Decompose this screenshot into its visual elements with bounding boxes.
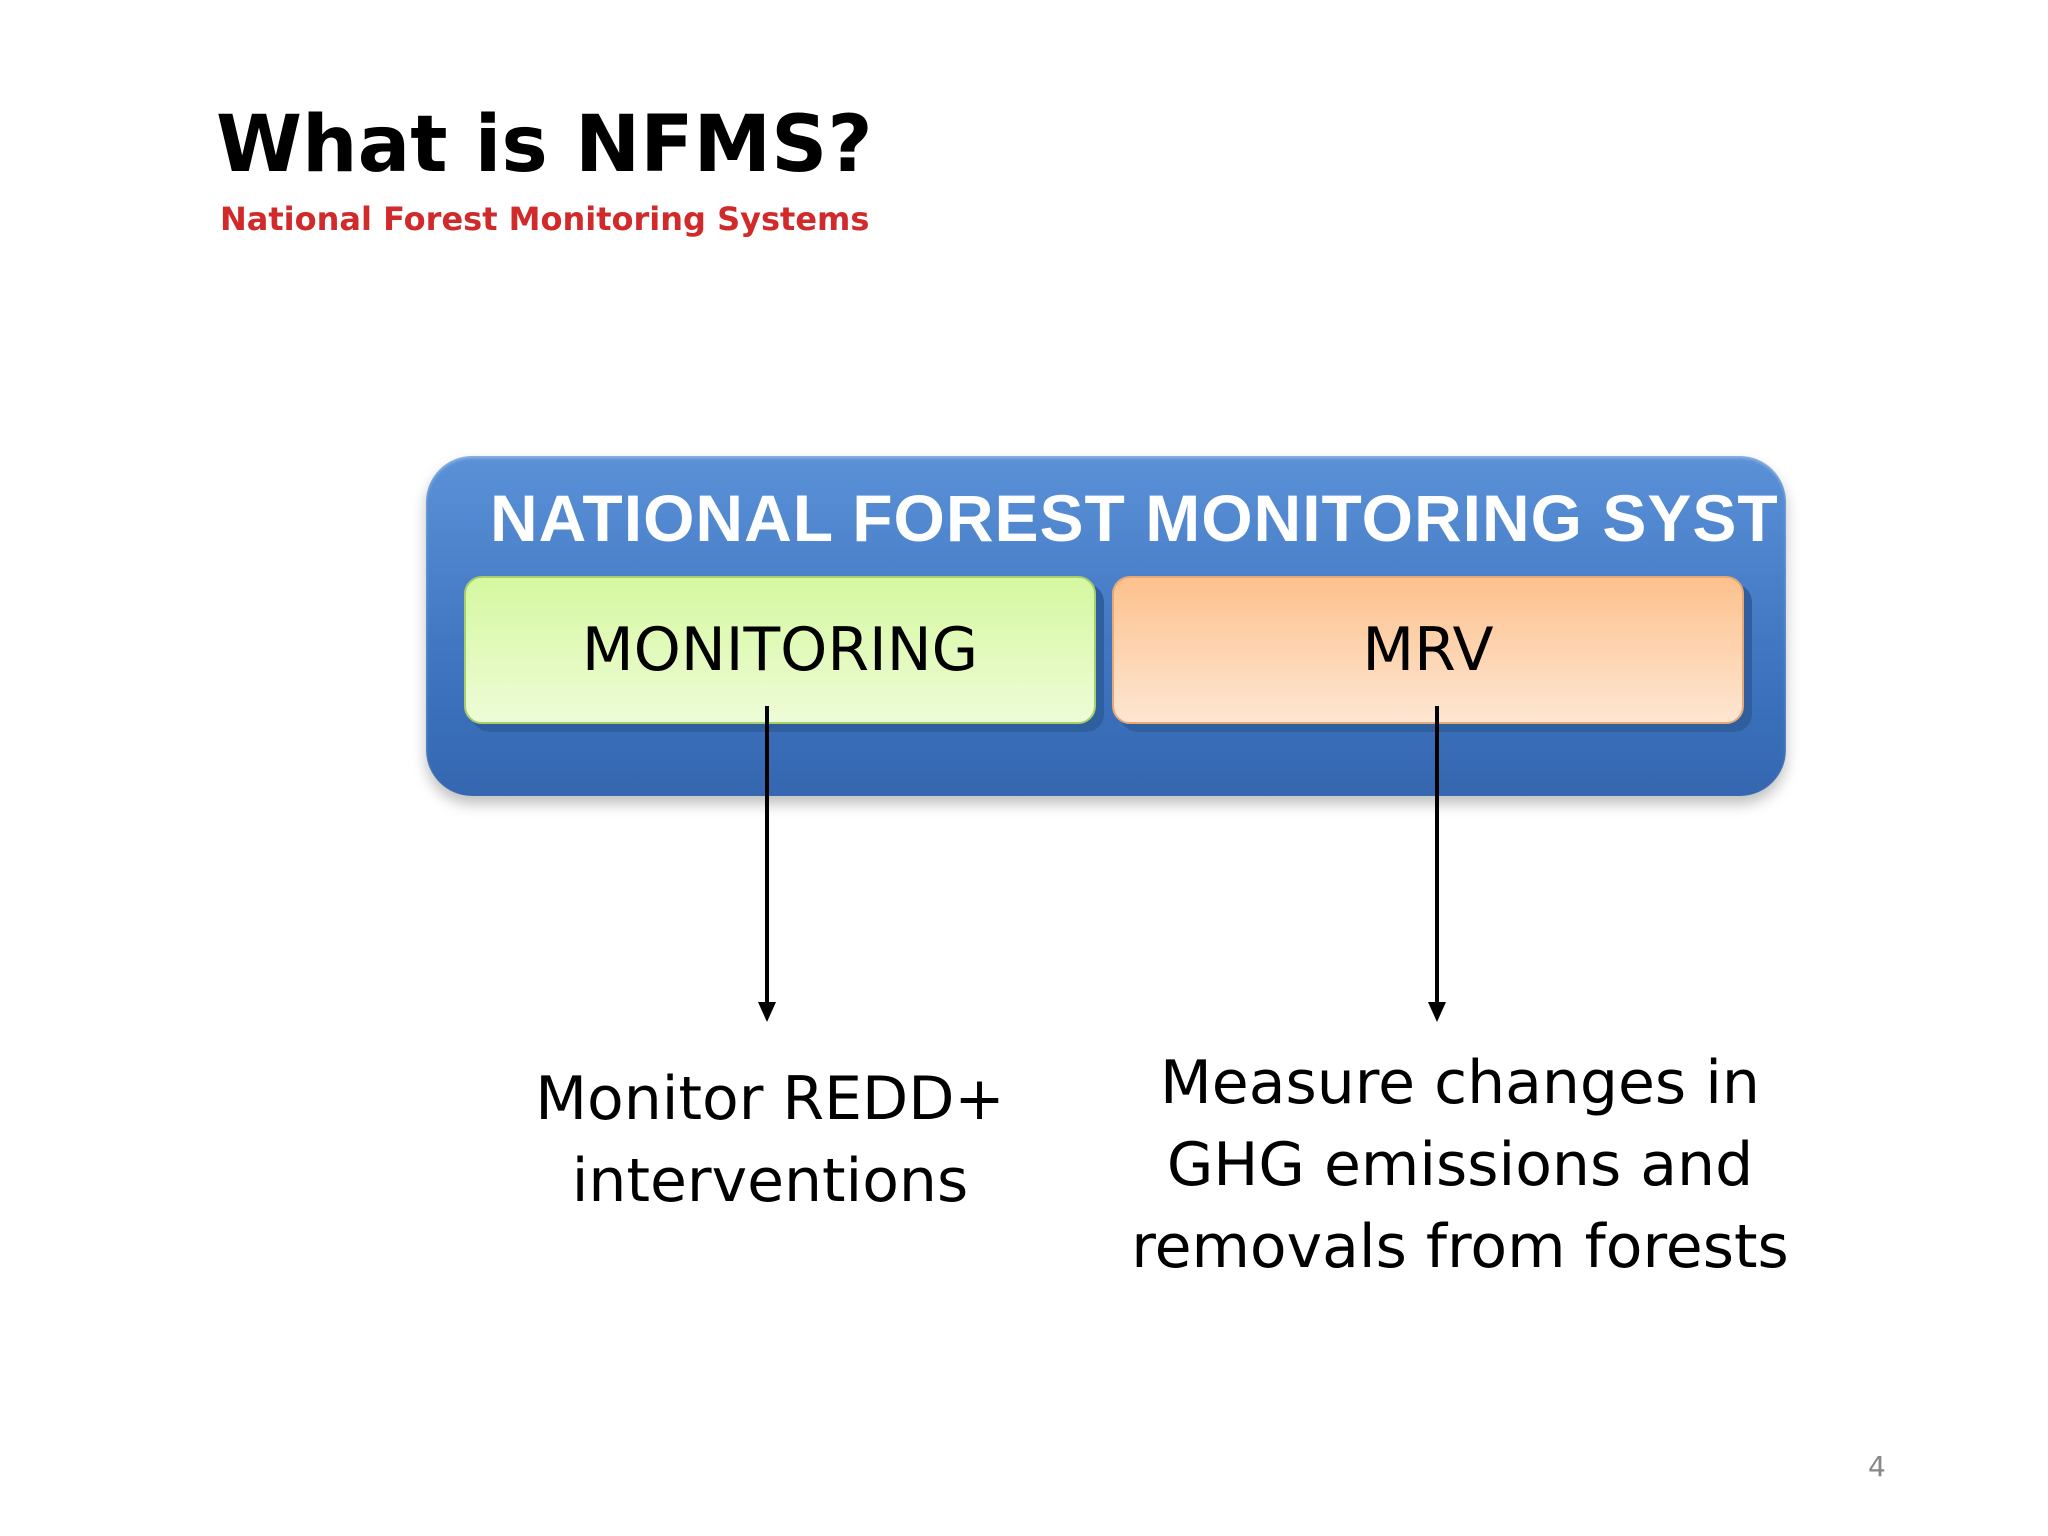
monitoring-description-line: interventions xyxy=(571,1146,969,1216)
page-number: 4 xyxy=(1868,1450,1886,1483)
monitoring-box-label: MONITORING xyxy=(581,615,979,685)
mrv-description-line: Measure changes in xyxy=(1160,1048,1760,1118)
nfms-container: NATIONAL FOREST MONITORING SYST MONITORI… xyxy=(426,456,1786,796)
monitoring-box: MONITORING xyxy=(464,576,1096,724)
monitoring-description: Monitor REDD+ interventions xyxy=(520,1058,1020,1222)
mrv-description: Measure changes in GHG emissions and rem… xyxy=(1120,1042,1800,1288)
slide-title: What is NFMS? xyxy=(216,100,873,190)
mrv-box: MRV xyxy=(1112,576,1744,724)
mrv-box-label: MRV xyxy=(1362,615,1494,685)
nfms-container-label: NATIONAL FOREST MONITORING SYST xyxy=(490,481,1779,555)
slide-subtitle: National Forest Monitoring Systems xyxy=(220,200,870,238)
mrv-description-line: removals from forests xyxy=(1131,1212,1789,1282)
mrv-description-line: GHG emissions and xyxy=(1166,1130,1754,1200)
monitoring-description-line: Monitor REDD+ xyxy=(535,1064,1005,1134)
